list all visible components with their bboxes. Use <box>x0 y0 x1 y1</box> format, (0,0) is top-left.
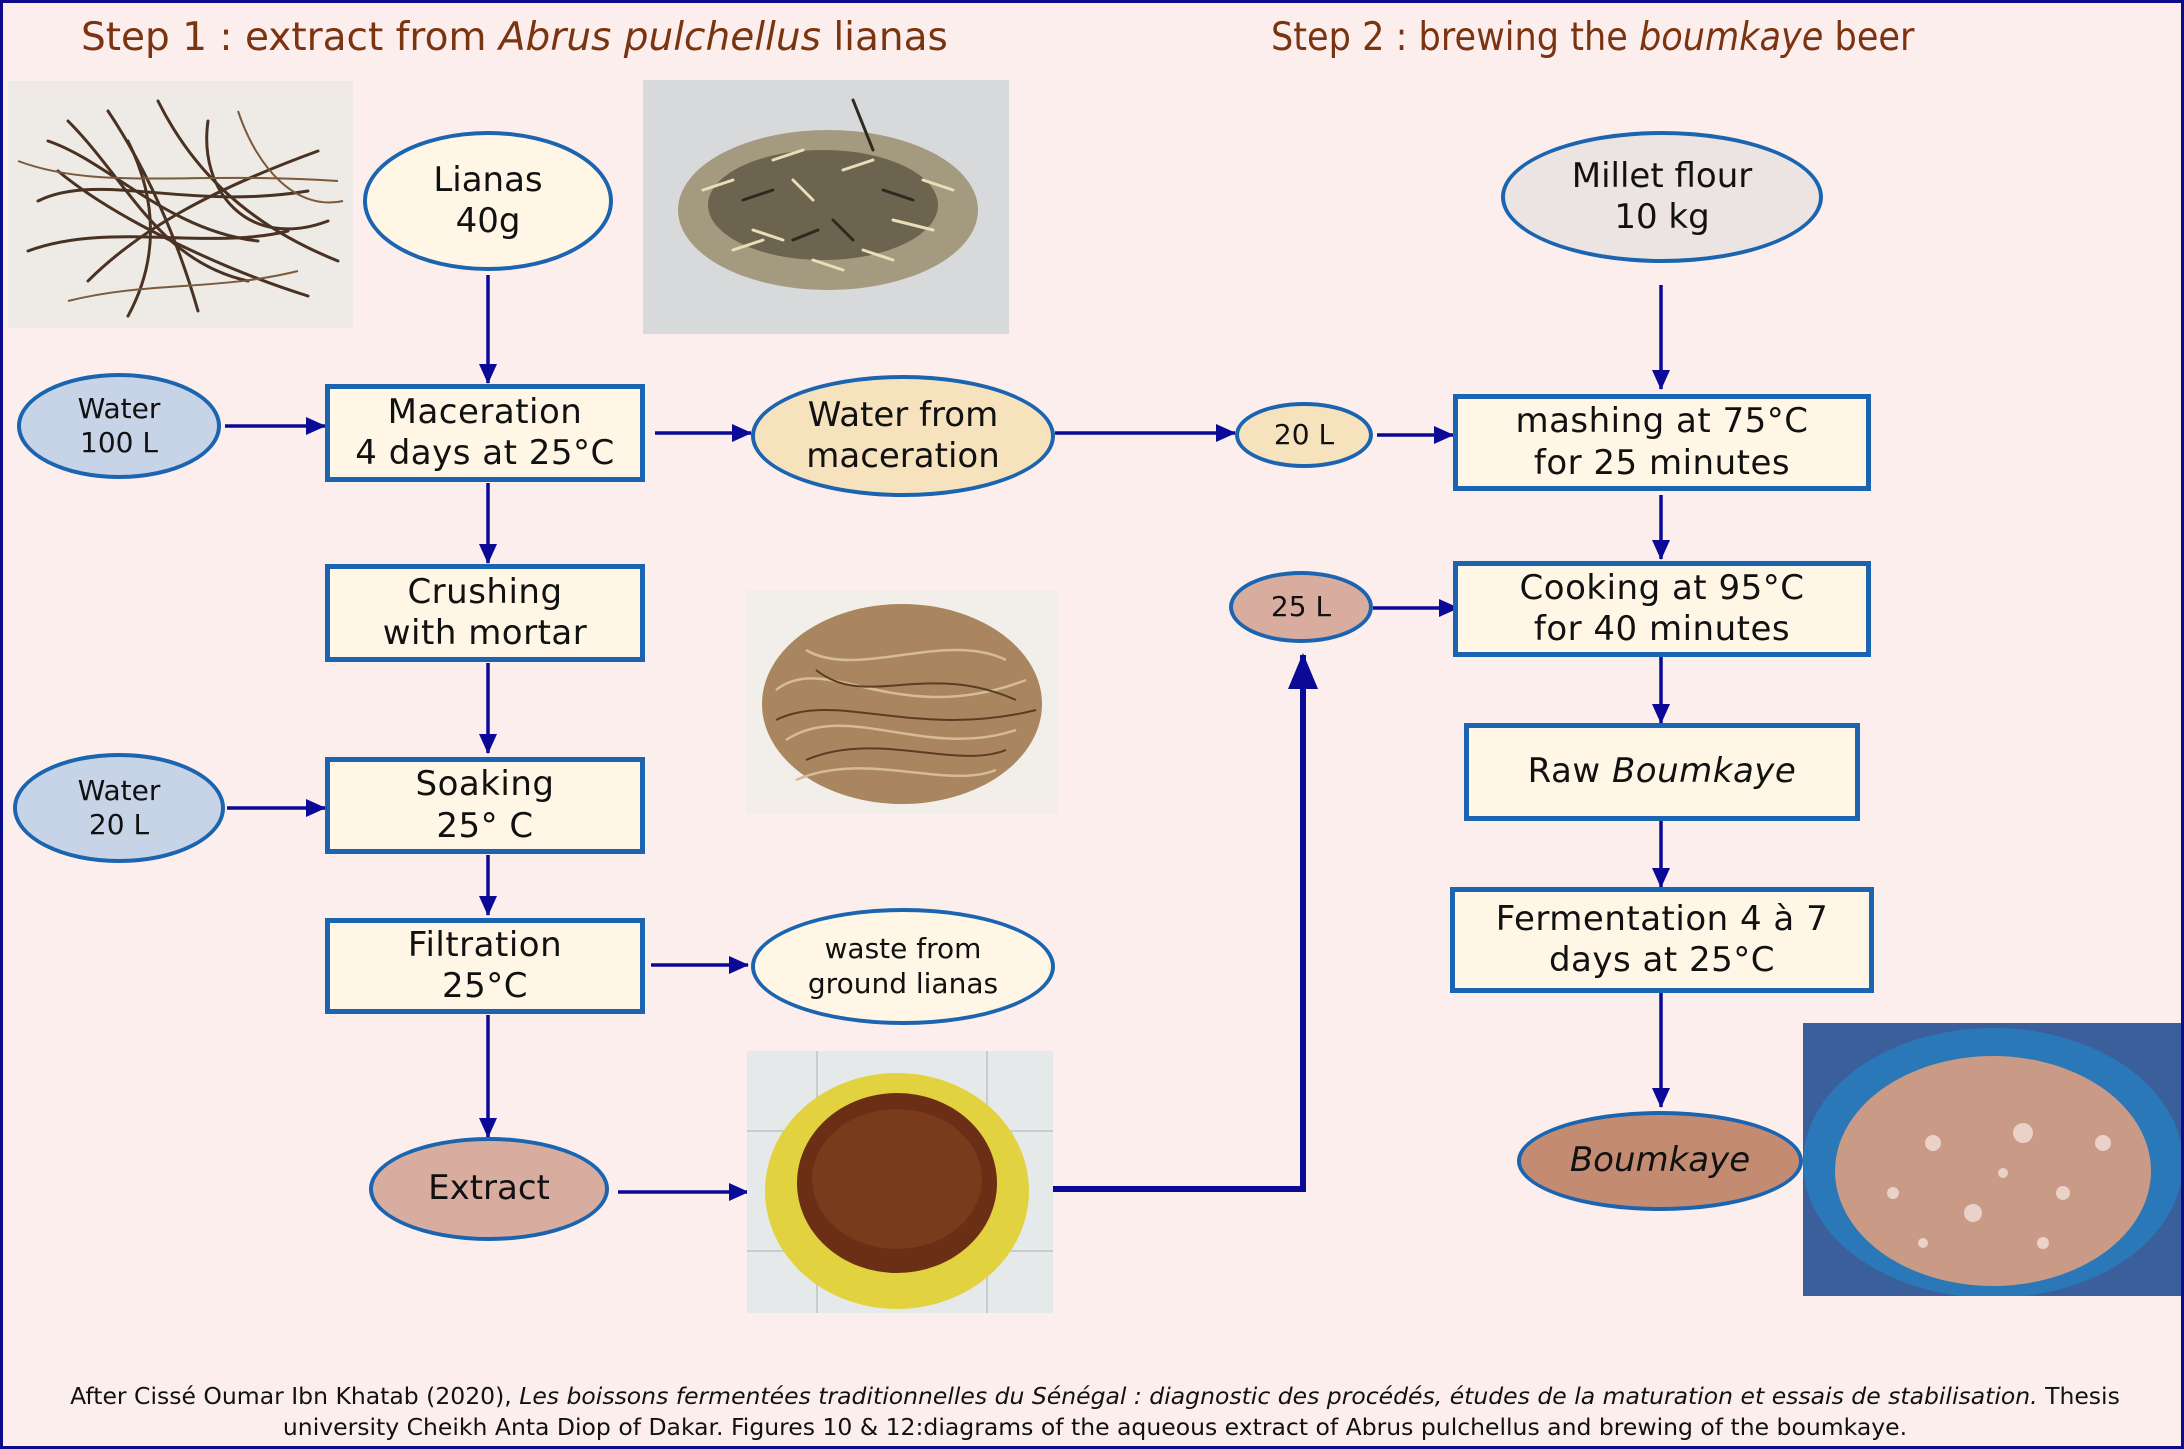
volume-25l: 25 L <box>1229 571 1373 643</box>
extract-output: Extract <box>369 1137 609 1241</box>
volume-20l: 20 L <box>1235 402 1373 468</box>
raw-boumkaye-step: Raw Boumkaye <box>1464 723 1860 821</box>
step1-heading: Step 1 : extract from Abrus pulchellus l… <box>81 15 948 60</box>
arrow-bucket-to-25L <box>1051 653 1318 1192</box>
source-caption: After Cissé Oumar Ibn Khatab (2020), Les… <box>70 1382 2120 1441</box>
boumkaye-output: Boumkaye <box>1517 1111 1803 1211</box>
chopped-lianas-photo <box>643 80 1009 334</box>
step2-heading: Step 2 : brewing the boumkaye beer <box>1271 15 1915 60</box>
crushed-lianas-photo <box>746 590 1058 814</box>
flow-arrows <box>225 275 1670 1201</box>
extract-bucket-photo <box>747 1051 1053 1313</box>
dried-lianas-photo <box>8 81 353 328</box>
boumkaye-barrel-photo <box>1803 1023 2181 1296</box>
